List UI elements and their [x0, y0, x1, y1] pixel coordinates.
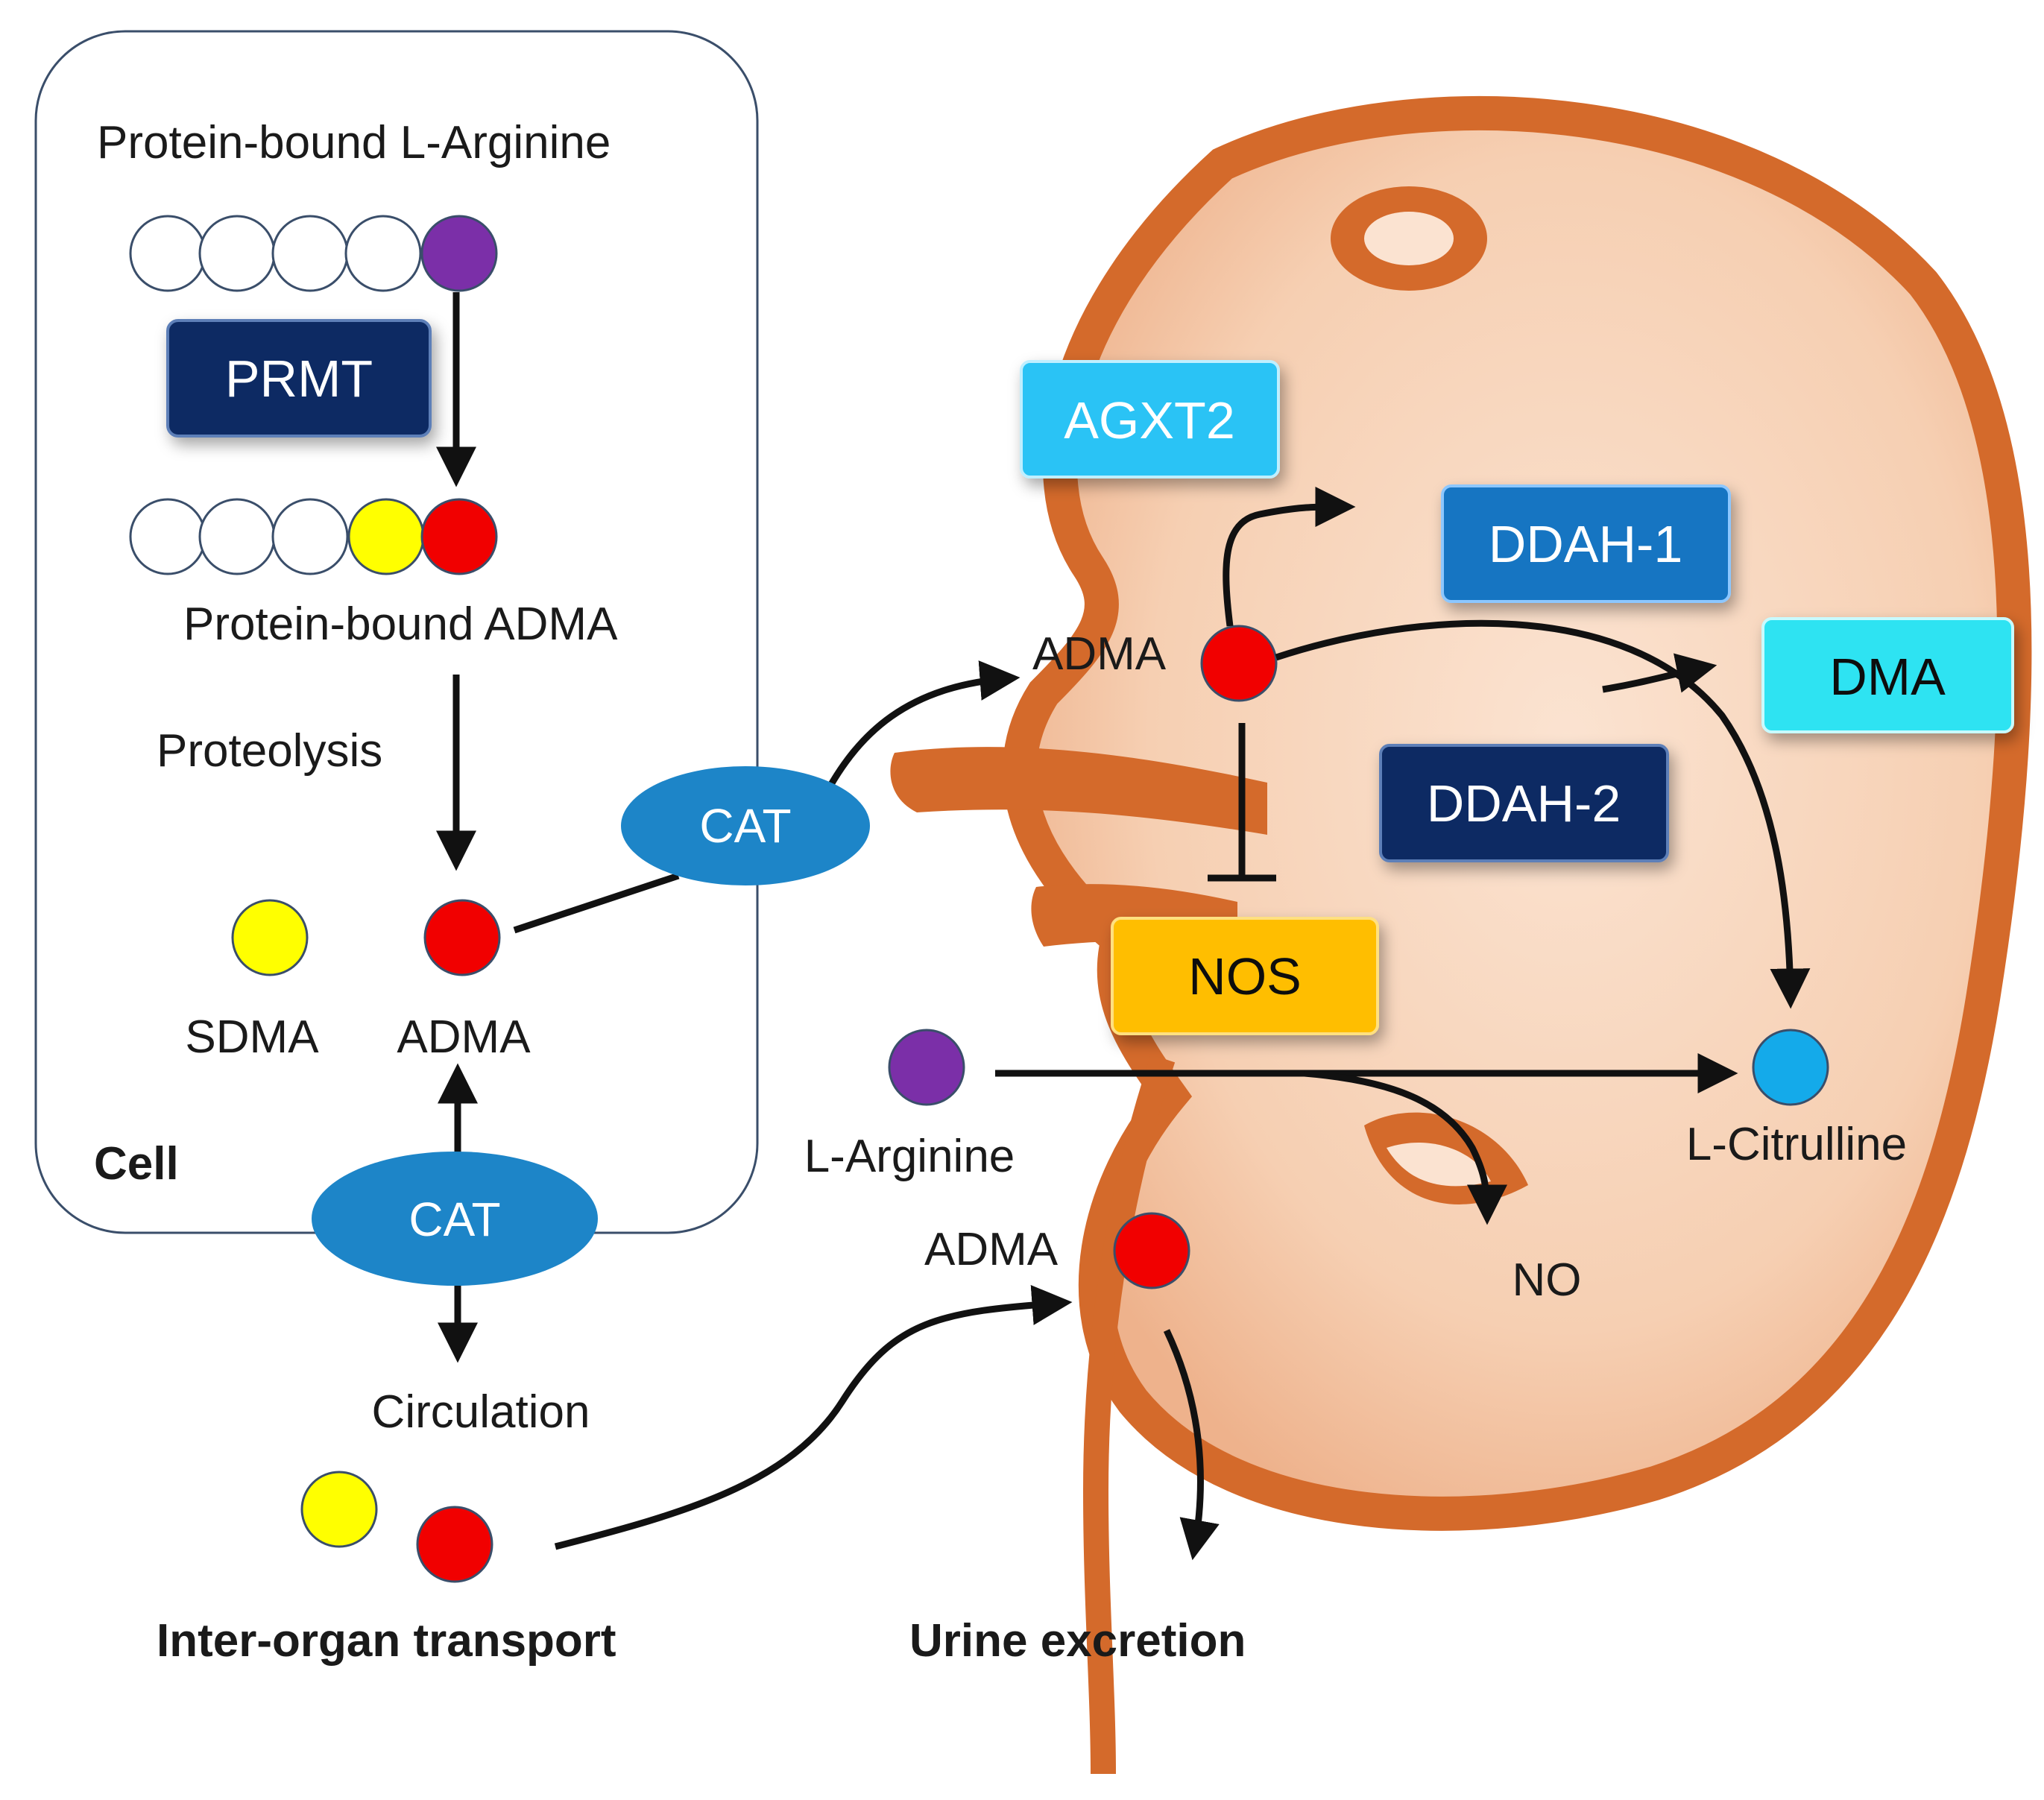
cell-label: Cell: [94, 1138, 179, 1190]
adma-to-kidney-arrow: [513, 872, 680, 934]
l-arginine-molecule: [888, 1029, 965, 1106]
ddah1-label: DDAH-1: [1489, 515, 1683, 573]
ddah2-box: DDAH-2: [1379, 744, 1669, 862]
cat-membrane: CAT: [312, 1152, 598, 1286]
circulating-adma: [416, 1506, 493, 1583]
adma-kidney-label: ADMA: [1032, 628, 1167, 680]
dma-branch-arrow: [1602, 653, 1717, 693]
arginine-to-no-arrow: [1304, 1070, 1507, 1225]
proteolysis-label: Proteolysis: [157, 725, 382, 777]
protein-bound-arginine-label: Protein-bound L-Arginine: [97, 117, 611, 168]
protein-bound-adma-label: Protein-bound ADMA: [183, 599, 618, 650]
kidney-adma-molecule: [1200, 625, 1278, 702]
cat-kidney-label: CAT: [699, 799, 791, 853]
circulation-label: Circulation: [372, 1386, 590, 1438]
no-label: NO: [1513, 1254, 1582, 1306]
agxt2-metabolism-arrow: [1223, 487, 1356, 627]
inter-organ-transport-label: Inter-organ transport: [157, 1615, 616, 1667]
agxt2-box: AGXT2: [1020, 360, 1280, 479]
ddah2-label: DDAH-2: [1427, 774, 1621, 833]
arginine-residue: [420, 215, 498, 292]
kidney-pathway: AGXT2 DDAH-1 DMA DDAH-2 NOS ADMA: [804, 360, 2014, 1667]
prmt-label: PRMT: [225, 350, 373, 408]
free-adma-molecule: [423, 899, 501, 976]
cat-membrane-label: CAT: [409, 1193, 500, 1246]
kidney-bottom-adma-molecule: [1113, 1212, 1190, 1289]
circulating-sdma: [300, 1471, 378, 1548]
nos-box: NOS: [1111, 917, 1379, 1035]
l-citrulline-molecule: [1752, 1029, 1829, 1106]
inter-organ-arrow: [554, 1285, 1073, 1550]
nos-label: NOS: [1188, 947, 1302, 1005]
sdma-label: SDMA: [185, 1011, 319, 1063]
free-sdma-molecule: [231, 899, 309, 976]
adma-residue: [420, 498, 498, 575]
prmt-box: PRMT: [166, 319, 432, 438]
urine-excretion-arrow: [1163, 1329, 1220, 1561]
protein-arginine-chain: [129, 215, 498, 292]
sdma-residue: [347, 498, 425, 575]
dma-label: DMA: [1829, 648, 1946, 706]
l-arginine-label: L-Arginine: [804, 1131, 1015, 1182]
ureter: [1082, 1054, 1176, 1775]
adma-circulating-kidney-label: ADMA: [924, 1224, 1059, 1275]
adma-cell-label: ADMA: [397, 1011, 531, 1063]
nos-inhibition: [1208, 723, 1276, 882]
renal-vessel-upper: [890, 747, 1267, 835]
protein-adma-chain: [129, 498, 498, 575]
ddah1-box: DDAH-1: [1441, 484, 1731, 603]
urine-excretion-label: Urine excretion: [909, 1615, 1246, 1667]
l-citrulline-label: L-Citrulline: [1686, 1119, 1907, 1170]
transport: CAT CAT Circulation Inter-organ transpor…: [157, 660, 1073, 1667]
cell: Cell Protein-bound L-Arginine PRMT Prote…: [34, 30, 759, 1234]
cat-kidney: CAT: [621, 766, 870, 885]
dma-box: DMA: [1761, 617, 2014, 733]
agxt2-label: AGXT2: [1064, 391, 1235, 449]
